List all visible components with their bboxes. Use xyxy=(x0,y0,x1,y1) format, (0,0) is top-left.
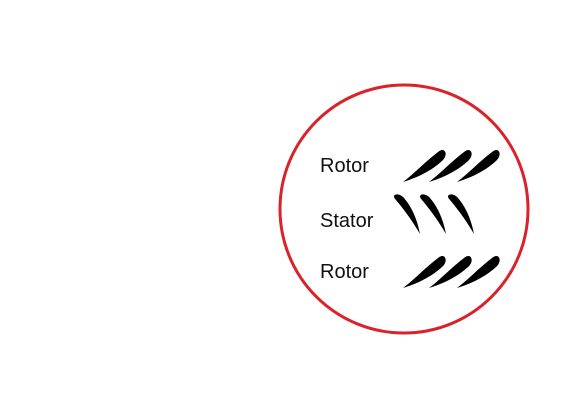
stator-blade xyxy=(448,194,474,234)
rotor-blade xyxy=(403,256,446,288)
stator-blade-row xyxy=(394,194,474,234)
rotor-blade xyxy=(429,150,472,182)
row-label-stator: Stator xyxy=(320,210,374,232)
row-label-rotor-bottom: Rotor xyxy=(320,261,369,283)
rotor-blade xyxy=(403,150,446,182)
row-label-rotor-top: Rotor xyxy=(320,155,369,177)
rotor-blade xyxy=(429,256,472,288)
rotor-blade xyxy=(457,150,500,182)
detail-circle xyxy=(278,83,530,335)
rotor-blade-row-bottom xyxy=(403,256,500,288)
stator-blade xyxy=(394,194,420,234)
rotor-blade-row-top xyxy=(403,150,500,182)
stator-blade xyxy=(420,194,446,234)
rotor-blade xyxy=(457,256,500,288)
